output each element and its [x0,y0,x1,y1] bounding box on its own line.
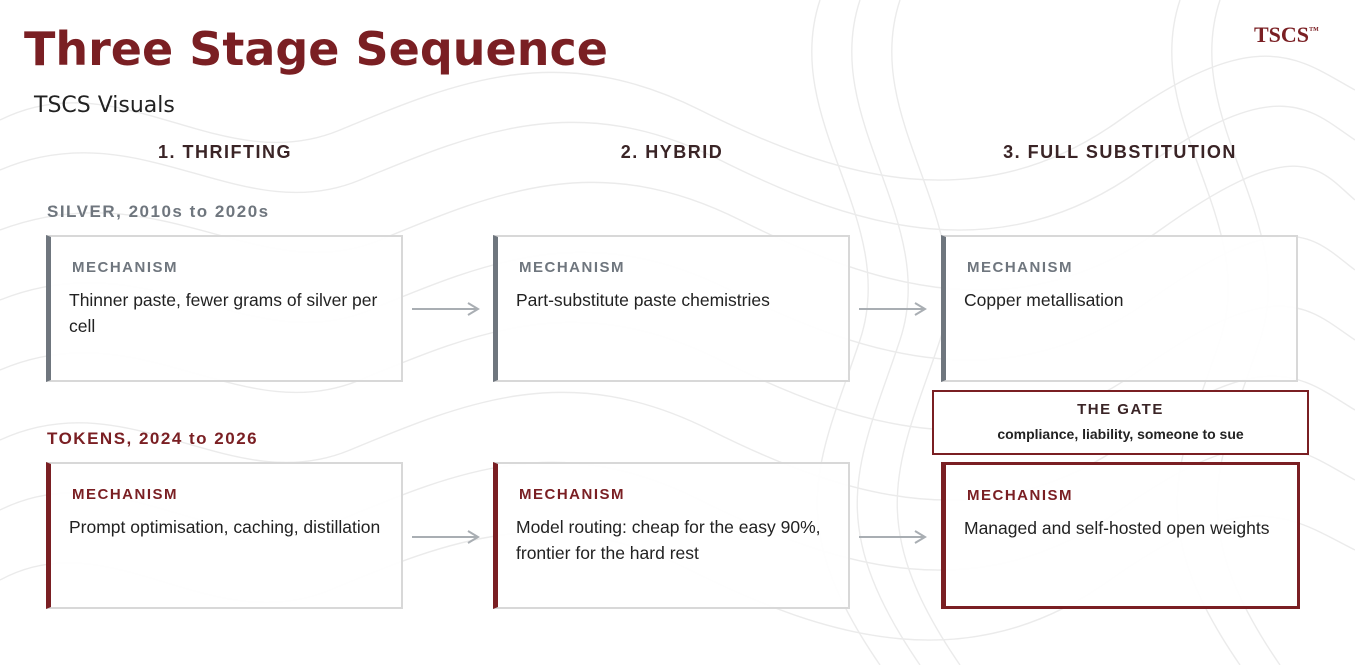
arrow-right-icon [412,302,480,316]
card-text: Part-substitute paste chemistries [516,290,770,310]
gate-title: THE GATE [1077,401,1164,418]
stage-heading-hybrid: 2. HYBRID [620,142,724,162]
arrow-right-icon [859,530,927,544]
brand-logo: TSCS™ [1254,22,1319,48]
page-title: Three Stage Sequence [24,22,608,76]
card-text: Thinner paste, fewer grams of silver per… [69,290,378,336]
stage-heading-full-substitution: 3. FULL SUBSTITUTION [1003,142,1237,162]
card-tokens-hybrid: MECHANISM Model routing: cheap for the e… [493,462,850,609]
card-text: Copper metallisation [964,290,1124,310]
stage-heading-thrifting: 1. THRIFTING [158,142,292,162]
trademark-mark: ™ [1309,25,1319,37]
gate-box: THE GATE compliance, liability, someone … [932,390,1309,455]
arrow-right-icon [859,302,927,316]
card-heading: MECHANISM [72,259,178,276]
card-heading: MECHANISM [967,259,1073,276]
card-silver-full-substitution: MECHANISM Copper metallisation [941,235,1298,382]
row-label-tokens: TOKENS, 2024 to 2026 [47,429,259,448]
card-silver-thrifting: MECHANISM Thinner paste, fewer grams of … [46,235,403,382]
page-subtitle: TSCS Visuals [34,93,175,118]
card-heading: MECHANISM [72,486,178,503]
card-tokens-full-substitution: MECHANISM Managed and self-hosted open w… [941,462,1300,609]
card-silver-hybrid: MECHANISM Part-substitute paste chemistr… [493,235,850,382]
card-text: Managed and self-hosted open weights [964,518,1270,538]
card-heading: MECHANISM [519,486,625,503]
arrow-right-icon [412,530,480,544]
row-label-silver: SILVER, 2010s to 2020s [47,202,270,221]
card-tokens-thrifting: MECHANISM Prompt optimisation, caching, … [46,462,403,609]
card-heading: MECHANISM [967,487,1073,504]
card-heading: MECHANISM [519,259,625,276]
card-text: Model routing: cheap for the easy 90%, f… [516,517,821,563]
brand-name: TSCS [1253,22,1309,47]
card-text: Prompt optimisation, caching, distillati… [69,517,381,537]
gate-text: compliance, liability, someone to sue [997,426,1244,442]
